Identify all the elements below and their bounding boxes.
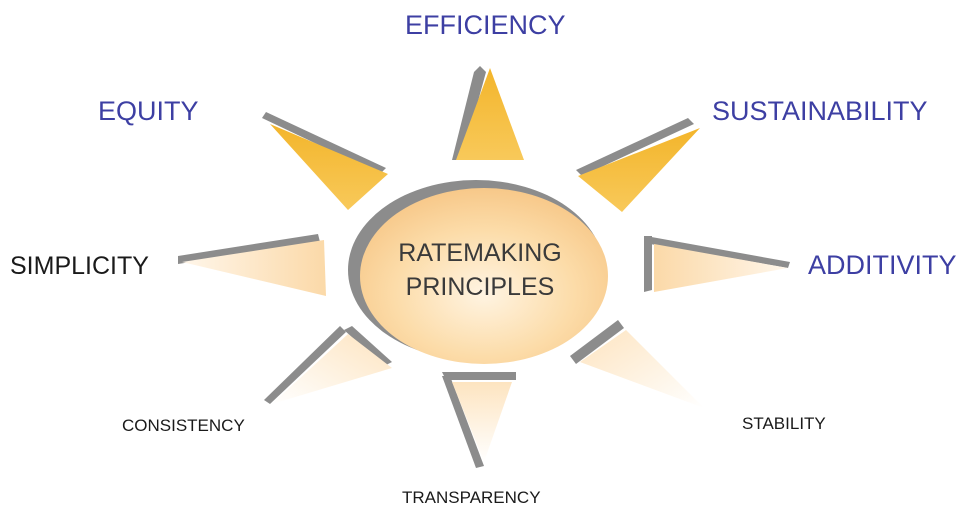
label-efficiency: EFFICIENCY xyxy=(405,10,566,40)
ray-bottom-right xyxy=(570,320,704,408)
center-title-line-1: RATEMAKING xyxy=(398,239,562,267)
ray-top xyxy=(452,66,524,160)
center-title: RATEMAKING PRINCIPLES xyxy=(370,236,590,304)
center-ellipse xyxy=(360,188,608,364)
label-equity: EQUITY xyxy=(98,96,199,126)
ray-top-left xyxy=(262,112,388,210)
label-additivity: ADDITIVITY xyxy=(808,250,957,280)
label-simplicity: SIMPLICITY xyxy=(10,252,149,280)
ray-bottom-left xyxy=(264,326,392,404)
ray-top-right xyxy=(576,118,700,212)
label-sustainability: SUSTAINABILITY xyxy=(712,96,928,126)
ray-bottom xyxy=(442,372,516,468)
center-title-line-2: PRINCIPLES xyxy=(405,273,555,301)
label-consistency: CONSISTENCY xyxy=(122,416,245,435)
ray-right xyxy=(644,236,790,292)
label-stability: STABILITY xyxy=(742,414,826,433)
ray-left xyxy=(178,234,326,296)
label-transparency: TRANSPARENCY xyxy=(402,488,541,506)
